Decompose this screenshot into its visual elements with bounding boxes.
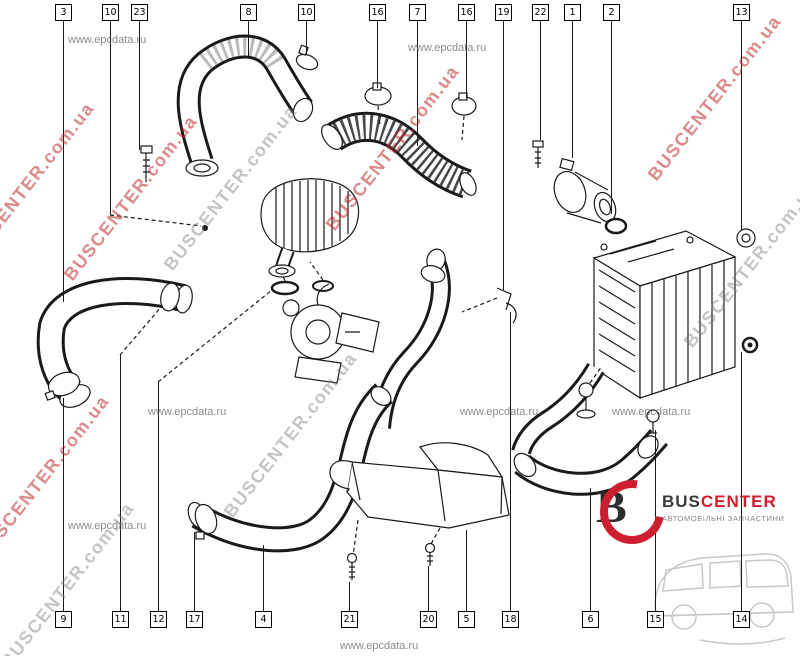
callout-21[interactable]: 21 — [341, 611, 358, 628]
callout-8[interactable]: 8 — [240, 4, 257, 21]
leader-line-5 — [466, 530, 467, 611]
callout-12[interactable]: 12 — [150, 611, 167, 628]
brand-name: BUSCENTER — [662, 492, 785, 512]
throttle-inlet-part1 — [553, 157, 617, 224]
callout-6[interactable]: 6 — [582, 611, 599, 628]
mount-part — [576, 365, 603, 419]
dashed-leaders — [109, 214, 273, 383]
buscenter-logo: B BUSCENTER АВТОМОБІЛЬНІ ЗАПЧАСТИНИ — [587, 467, 794, 557]
leader-line-21 — [349, 582, 350, 611]
callout-19[interactable]: 19 — [495, 4, 512, 21]
leader-line-1 — [572, 19, 573, 158]
callout-13[interactable]: 13 — [733, 4, 750, 21]
sensor-part15 — [646, 409, 660, 434]
bolt-part23 — [140, 145, 153, 182]
bracket-part19 — [461, 287, 512, 313]
bracket-part18 — [505, 302, 517, 324]
grommet-part14 — [741, 336, 759, 354]
callout-22[interactable]: 22 — [532, 4, 549, 21]
callout-5[interactable]: 5 — [458, 611, 475, 628]
screw-part21 — [346, 552, 358, 580]
leader-line-16 — [466, 19, 467, 98]
callout-7[interactable]: 7 — [409, 4, 426, 21]
leader-line-3 — [63, 19, 64, 302]
leader-line-20 — [428, 566, 429, 611]
callout-10[interactable]: 10 — [102, 4, 119, 21]
leader-line-8 — [248, 19, 249, 58]
buscenter-logo-text: BUSCENTER АВТОМОБІЛЬНІ ЗАПЧАСТИНИ — [662, 492, 785, 523]
lower-left-hose-part4 — [187, 383, 394, 553]
left-upper-hose — [36, 277, 193, 408]
callout-14[interactable]: 14 — [733, 611, 750, 628]
callout-15[interactable]: 15 — [647, 611, 664, 628]
air-duct-part5 — [329, 442, 510, 557]
callout-18[interactable]: 18 — [502, 611, 519, 628]
leader-line-14 — [741, 352, 742, 611]
leader-line-7 — [417, 19, 418, 146]
buscenter-logo-mark: B — [587, 467, 677, 557]
leader-line-15 — [655, 430, 656, 611]
right-hose-part6 — [513, 429, 669, 496]
brand-bus: BUS — [662, 492, 701, 512]
callout-17[interactable]: 17 — [186, 611, 203, 628]
screw-part20 — [424, 542, 436, 566]
o-ring-part2 — [604, 217, 628, 235]
o-rings-part12 — [270, 261, 334, 296]
leader-line-10 — [306, 19, 307, 54]
leader-line-17 — [194, 532, 195, 611]
clamp-part10 — [295, 44, 319, 71]
resonator-body — [260, 178, 360, 278]
callout-23[interactable]: 23 — [131, 4, 148, 21]
leader-line-16 — [377, 19, 378, 88]
upper-duct-part8 — [176, 34, 314, 177]
logo-letter-b: B — [596, 481, 627, 532]
callout-9[interactable]: 9 — [55, 611, 72, 628]
cap-part13 — [736, 228, 756, 248]
leader-line-13 — [741, 19, 742, 230]
leader-line-10 — [110, 19, 111, 215]
bolt-part22 — [532, 140, 544, 168]
callout-11[interactable]: 11 — [112, 611, 129, 628]
turbocharger — [282, 283, 380, 384]
callout-16[interactable]: 16 — [369, 4, 386, 21]
airbox-assembly — [592, 230, 737, 400]
brand-tagline: АВТОМОБІЛЬНІ ЗАПЧАСТИНИ — [662, 513, 785, 523]
leader-line-18 — [510, 312, 511, 611]
leader-line-23 — [139, 19, 140, 150]
leader-line-4 — [263, 545, 264, 611]
leader-line-11 — [120, 355, 121, 611]
van-sketch — [654, 553, 794, 645]
brand-center: CENTER — [700, 492, 777, 512]
leader-line-12 — [158, 382, 159, 611]
leader-line-2 — [611, 19, 612, 214]
leader-line-22 — [540, 19, 541, 140]
callout-16[interactable]: 16 — [458, 4, 475, 21]
leader-line-9 — [63, 398, 64, 611]
callout-1[interactable]: 1 — [564, 4, 581, 21]
callout-10[interactable]: 10 — [298, 4, 315, 21]
clamps-part16 — [364, 82, 477, 141]
callout-3[interactable]: 3 — [55, 4, 72, 21]
callout-2[interactable]: 2 — [603, 4, 620, 21]
callout-20[interactable]: 20 — [420, 611, 437, 628]
callout-4[interactable]: 4 — [255, 611, 272, 628]
corrugated-hose-part7 — [321, 111, 477, 199]
leader-line-19 — [503, 19, 504, 290]
leader-line-6 — [590, 488, 591, 611]
